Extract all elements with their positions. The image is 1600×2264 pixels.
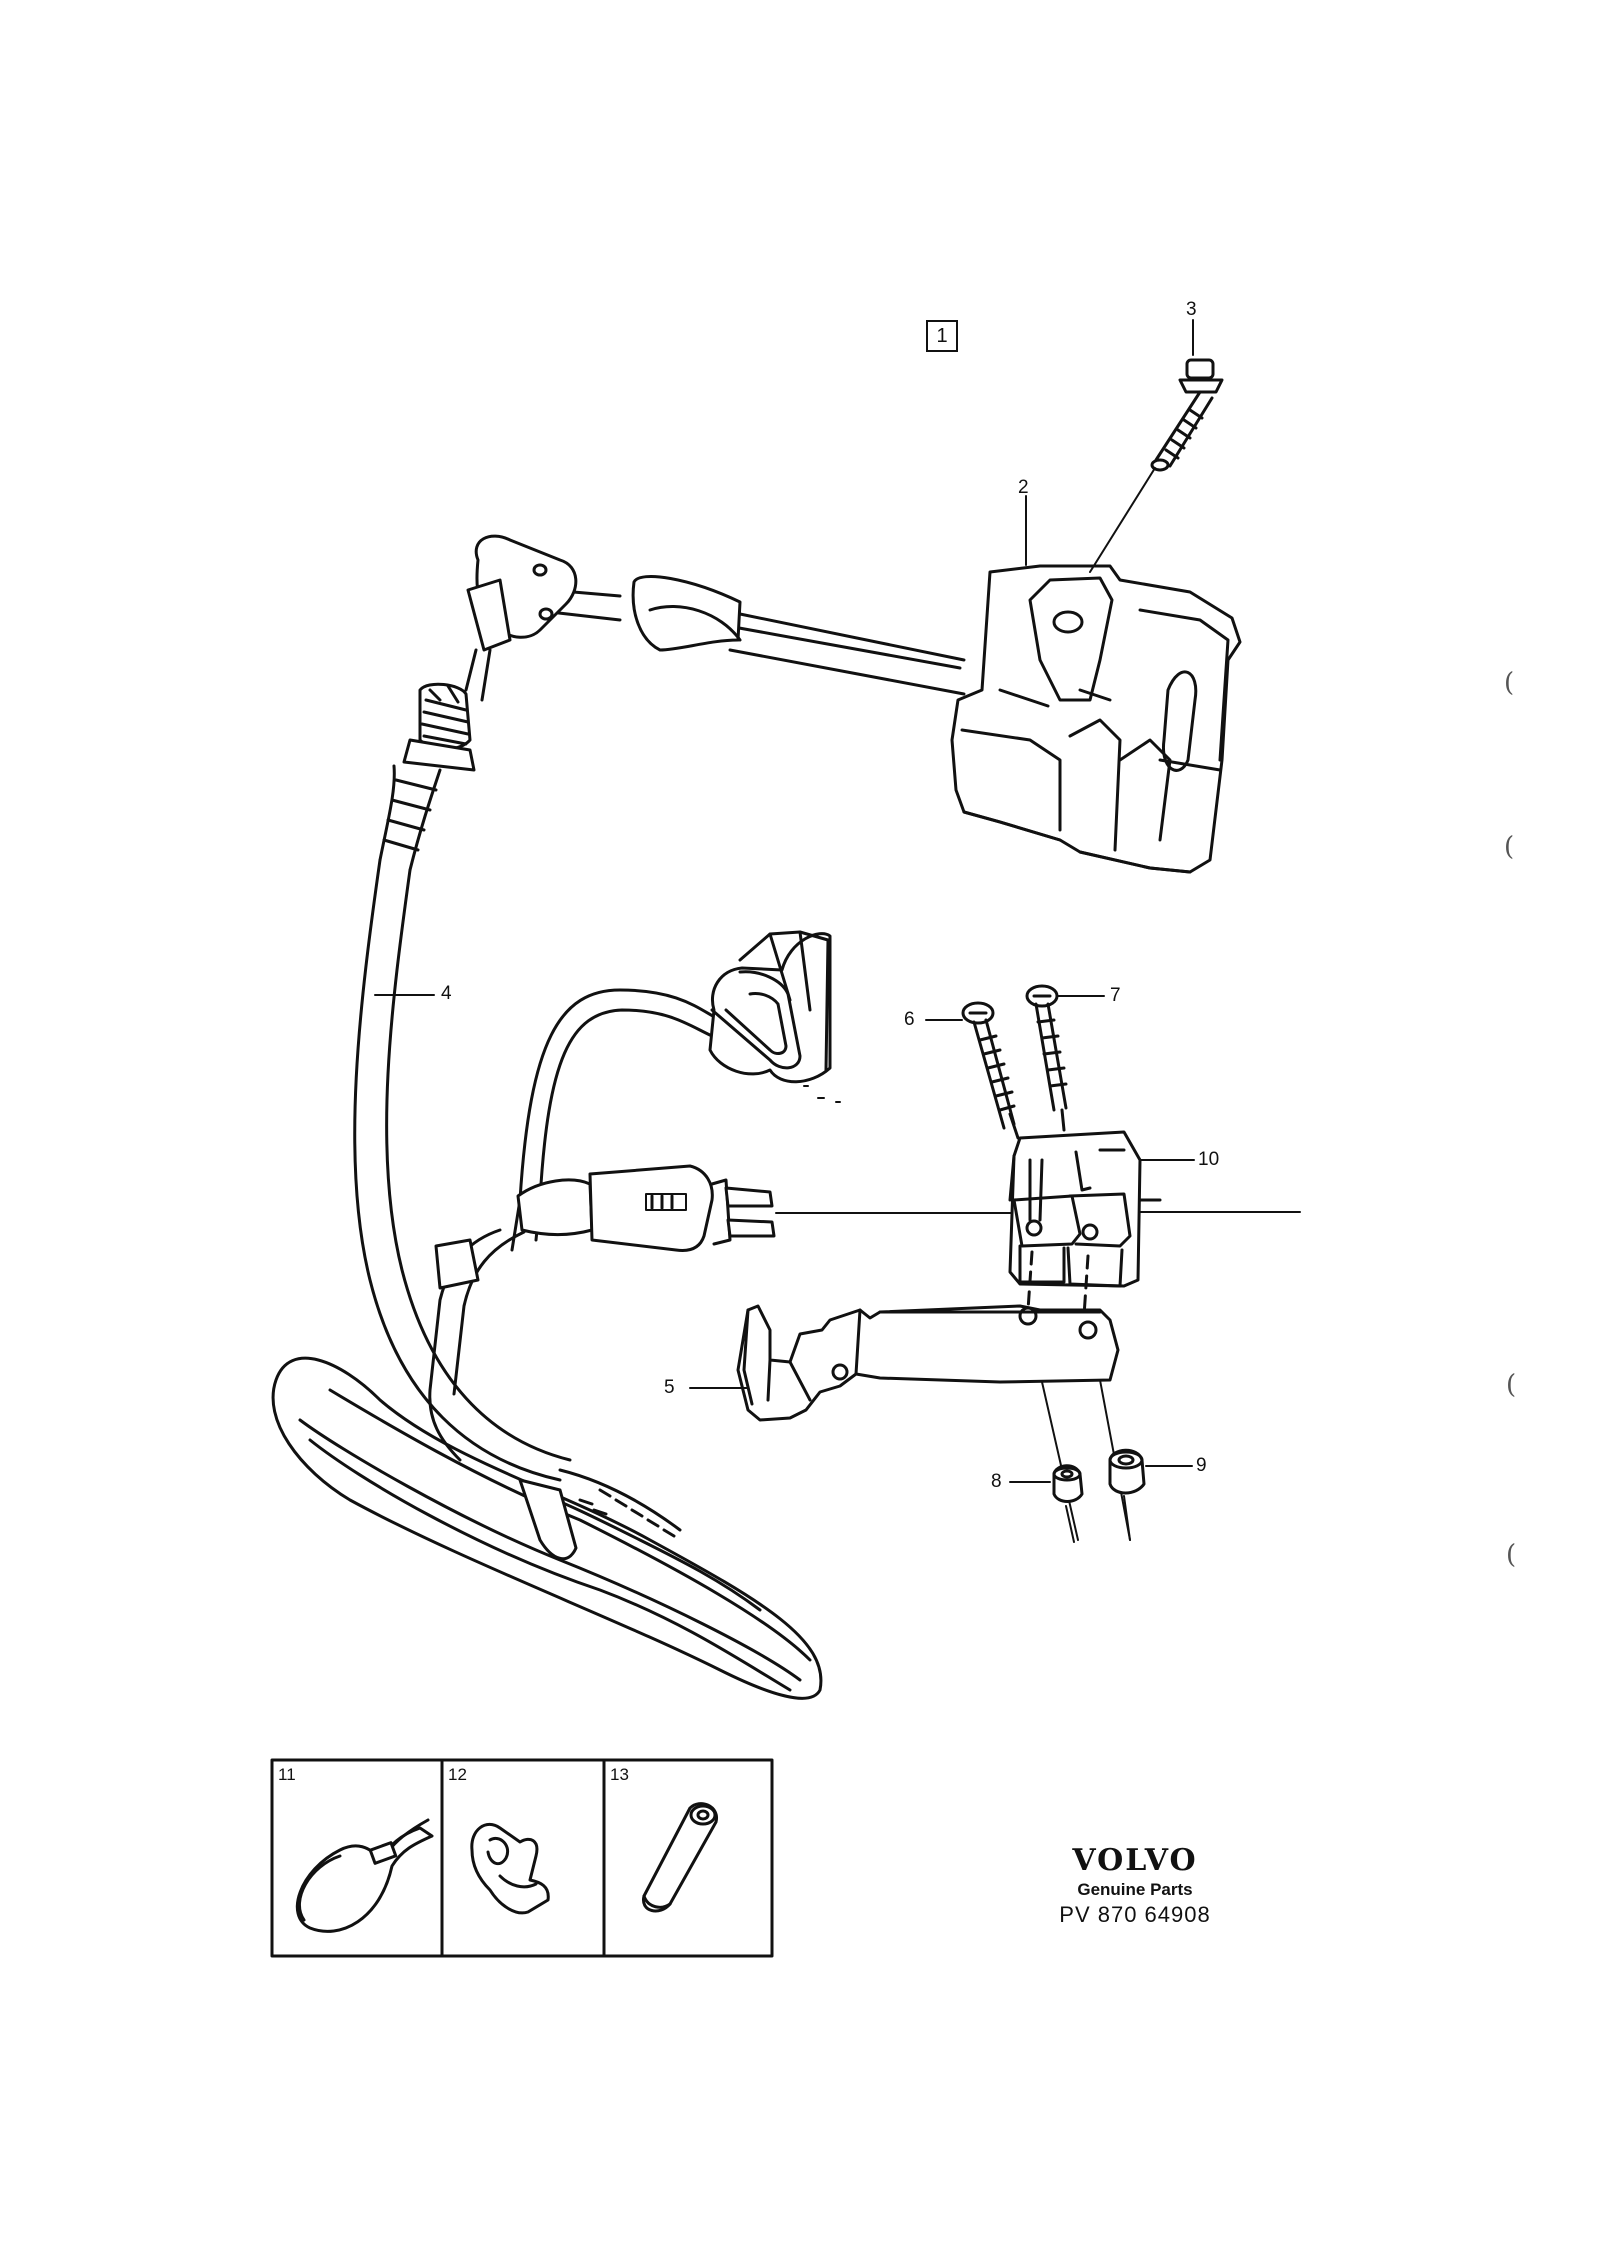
cable-coil-icon — [271, 1356, 823, 1700]
callout-7: 7 — [1110, 985, 1121, 1006]
part-catalog-code: PV 870 64908 — [1059, 1902, 1211, 1927]
callout-6: 6 — [904, 1009, 915, 1030]
margin-mark: ( — [1506, 1370, 1517, 1400]
inset-label-13: 13 — [610, 1765, 629, 1784]
cable-4-icon — [353, 858, 572, 1482]
brand-subtitle: Genuine Parts — [1077, 1880, 1193, 1899]
leader-bracket-to-8 — [1041, 1381, 1079, 1541]
margin-mark: ( — [1506, 1540, 1517, 1570]
brand-block: VOLVO Genuine Parts PV 870 64908 — [1035, 1843, 1235, 1928]
callout-5: 5 — [664, 1377, 675, 1398]
receptacle-10-icon — [1008, 1108, 1162, 1288]
brand-logo: VOLVO — [1072, 1843, 1198, 1878]
connector-plug-icon — [464, 534, 578, 702]
margin-mark: ( — [1504, 668, 1515, 698]
alignment-dashes — [1026, 1250, 1090, 1318]
screw-3-icon — [1150, 358, 1224, 472]
braided-sleeve-icon — [378, 682, 476, 872]
leader-9-down — [1123, 1495, 1131, 1541]
callout-9: 9 — [1196, 1455, 1207, 1476]
sleeve-13-icon — [642, 1802, 718, 1913]
clip-12-icon — [470, 1822, 550, 1915]
leader-3-to-block — [1089, 467, 1156, 573]
bracket-5-icon — [736, 1304, 1120, 1422]
callout-3: 3 — [1186, 299, 1197, 320]
accessory-inset-box — [270, 1758, 774, 1958]
screw-6-icon — [961, 1001, 1016, 1130]
socket-cap-icon — [708, 930, 832, 1084]
scan-specks — [803, 1085, 841, 1103]
nut-9-icon — [1108, 1448, 1146, 1495]
callout-8: 8 — [991, 1471, 1002, 1492]
callout-4: 4 — [441, 983, 452, 1004]
leader-8-down — [1065, 1505, 1075, 1543]
margin-mark: ( — [1504, 832, 1515, 862]
cable-upper-icon — [548, 575, 966, 696]
inset-label-11: 11 — [278, 1765, 296, 1784]
nut-8-icon — [1052, 1464, 1084, 1503]
heater-block-2-icon — [950, 564, 1242, 874]
inset-label-12: 12 — [448, 1765, 467, 1784]
screw-7-icon — [1025, 984, 1068, 1112]
cable-tie-11-icon — [295, 1818, 434, 1933]
group-number-box: 1 — [926, 320, 958, 352]
callout-10: 10 — [1198, 1149, 1220, 1170]
callout-2: 2 — [1018, 477, 1029, 498]
power-cord-icon — [428, 988, 776, 1462]
